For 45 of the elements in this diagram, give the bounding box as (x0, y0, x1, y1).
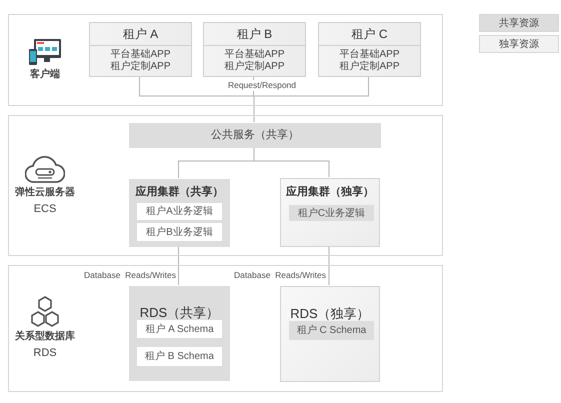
app-text: 租户定制APP (110, 61, 170, 73)
database-box (280, 286, 380, 382)
connector-line (254, 146, 330, 178)
tier-label: ECS (34, 202, 56, 217)
cluster-box (129, 179, 230, 247)
cluster-title: 应用集群（独享） (286, 184, 374, 200)
tenant-title: 租户 C (352, 26, 388, 43)
edge-label: Database Reads/Writes (234, 270, 326, 281)
tier-panel (8, 14, 443, 106)
tier-label: 关系型数据库 (15, 331, 75, 344)
connector-line (254, 76, 369, 122)
tenant-box (89, 22, 192, 77)
tier-panel (8, 115, 443, 256)
database-title: RDS（共享） (140, 304, 220, 322)
tier-panel (8, 265, 443, 392)
cluster-title: 应用集群（共享） (136, 184, 224, 200)
tenant-item: 租户C业务逻辑 (289, 205, 374, 221)
tenant-item: 租户 A Schema (137, 320, 222, 338)
tenant-item: 租户 C Schema (289, 321, 374, 340)
tenant-item: 租户 B Schema (137, 347, 222, 366)
legend-swatch: 共享资源 (479, 14, 559, 32)
tier-label: 客户端 (30, 69, 60, 82)
tier-label: RDS (33, 346, 57, 361)
tenant-title: 租户 B (236, 26, 272, 43)
edge-label: Request/Respond (228, 80, 296, 91)
tier-label: 弹性云服务器 (15, 187, 75, 200)
app-text: 租户定制APP (339, 61, 400, 73)
legend-swatch: 独享资源 (479, 35, 559, 53)
tenant-box (203, 22, 306, 77)
service-title: 公共服务（共享） (211, 128, 299, 144)
app-text: 平台基础APP (110, 49, 170, 60)
edge-label: Database Reads/Writes (84, 270, 176, 281)
service-bar (129, 123, 381, 148)
database-box (129, 286, 230, 381)
cluster-box (280, 178, 380, 247)
tenant-item: 租户B业务逻辑 (137, 223, 222, 241)
database-title: RDS（独享） (290, 305, 370, 323)
connector-line (328, 246, 330, 286)
app-text: 租户定制APP (224, 61, 284, 73)
tenant-box (318, 22, 421, 77)
app-text: 平台基础APP (339, 49, 400, 60)
app-text: 平台基础APP (224, 49, 284, 60)
tenant-title: 租户 A (122, 26, 158, 43)
connector-line (178, 246, 179, 286)
tenant-item: 租户A业务逻辑 (137, 203, 222, 220)
